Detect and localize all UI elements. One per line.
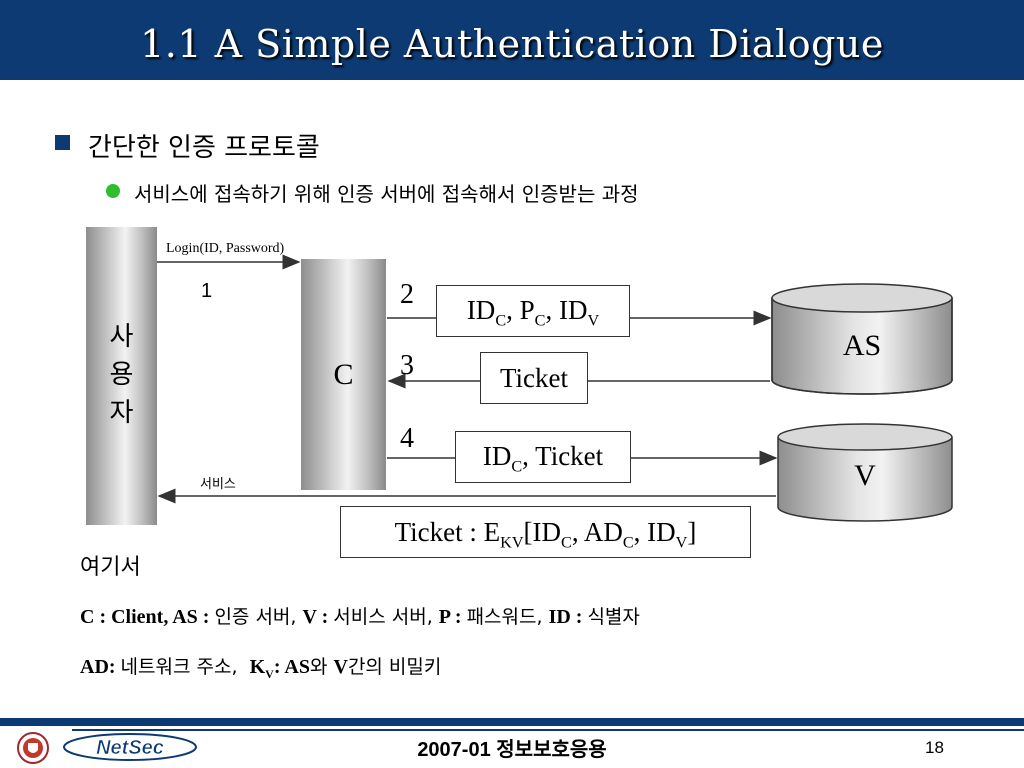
note-bold: P : <box>438 606 467 628</box>
subscript: C <box>561 533 572 552</box>
p-text: P <box>519 295 535 325</box>
ticket-message-box: Ticket <box>480 352 588 404</box>
university-emblem-icon <box>17 732 49 764</box>
note-text: 간의 비밀키 <box>347 656 442 678</box>
step-3-label: 3 <box>400 350 414 381</box>
step-2-label: 2 <box>400 279 414 310</box>
note-bold: C : Client, AS : <box>80 606 215 628</box>
square-bullet-icon <box>55 135 70 150</box>
def-text: [ID <box>523 517 562 547</box>
note-bold: AD: <box>80 656 121 678</box>
user-label-char: 자 <box>109 398 134 428</box>
notes-line-2: AD: 네트워크 주소, KV: AS와 V간의 비밀키 <box>80 652 441 682</box>
title-bar <box>0 0 1024 80</box>
request-message-box: IDC, PC, IDV <box>436 285 630 337</box>
subscript: KV <box>500 533 524 552</box>
v-label: V <box>854 459 876 492</box>
step-4-label: 4 <box>400 423 414 454</box>
note-text: 패스워드, <box>466 606 549 628</box>
subscript: C <box>495 311 507 330</box>
def-text: , ID <box>633 517 676 547</box>
user-column <box>86 227 157 525</box>
access-message-box: IDC, Ticket <box>455 431 631 483</box>
note-bold: V <box>333 656 348 678</box>
as-label: AS <box>842 329 882 362</box>
notes-heading: 여기서 <box>80 555 141 580</box>
ticket-text: , Ticket <box>522 441 604 471</box>
subscript: C <box>534 311 546 330</box>
subscript: C <box>511 457 523 476</box>
note-bold: V : <box>302 606 334 628</box>
green-dot-icon <box>106 184 120 198</box>
footer-divider <box>0 729 1024 731</box>
id-text: ID <box>466 295 496 325</box>
def-text: Ticket : E <box>394 517 501 547</box>
service-label: 서비스 <box>200 477 236 492</box>
note-text: 서비스 서버, <box>333 606 439 628</box>
client-column <box>301 259 386 490</box>
id-text: ID <box>482 441 512 471</box>
sub-bullet: 서비스에 접속하기 위해 인증 서버에 접속해서 인증받는 과정 <box>134 182 639 206</box>
as-server-cylinder <box>771 283 953 395</box>
footer-text: 2007-01 정보보호응용 <box>417 739 607 761</box>
def-text: , AD <box>571 517 623 547</box>
subscript: C <box>622 533 634 552</box>
main-bullet: 간단한 인증 프로토콜 <box>88 133 320 163</box>
note-text: 인증 서버, <box>214 606 303 628</box>
user-label: 사 용 자 <box>86 318 157 432</box>
subscript: V <box>265 667 274 681</box>
note-text: 와 <box>309 656 334 678</box>
note-bold: ID : <box>548 606 588 628</box>
client-label: C <box>333 358 354 391</box>
logo-text: NetSec <box>96 737 164 759</box>
idv-text: ID <box>558 295 588 325</box>
note-bold: K <box>249 656 266 678</box>
ticket-definition-box: Ticket : EKV[IDC, ADC, IDV] <box>340 506 751 558</box>
user-label-char: 사 <box>109 322 134 352</box>
subscript: V <box>675 533 688 552</box>
footer-bar <box>0 718 1024 726</box>
login-label: Login(ID, Password) <box>166 241 285 256</box>
page-number: 18 <box>925 738 944 757</box>
def-text: ] <box>687 517 697 547</box>
note-bold: : AS <box>273 656 310 678</box>
notes-line-1: C : Client, AS : 인증 서버, V : 서비스 서버, P : … <box>80 602 640 629</box>
subscript: V <box>587 311 600 330</box>
note-text: 네트워크 주소, <box>120 656 250 678</box>
user-label-char: 용 <box>109 360 134 390</box>
step-1-label: 1 <box>201 280 213 302</box>
slide-title: 1.1 A Simple Authentication Dialogue <box>140 22 884 66</box>
note-text: 식별자 <box>587 606 640 628</box>
netsec-logo-icon: NetSec <box>63 733 197 761</box>
service-server-cylinder <box>777 423 953 522</box>
